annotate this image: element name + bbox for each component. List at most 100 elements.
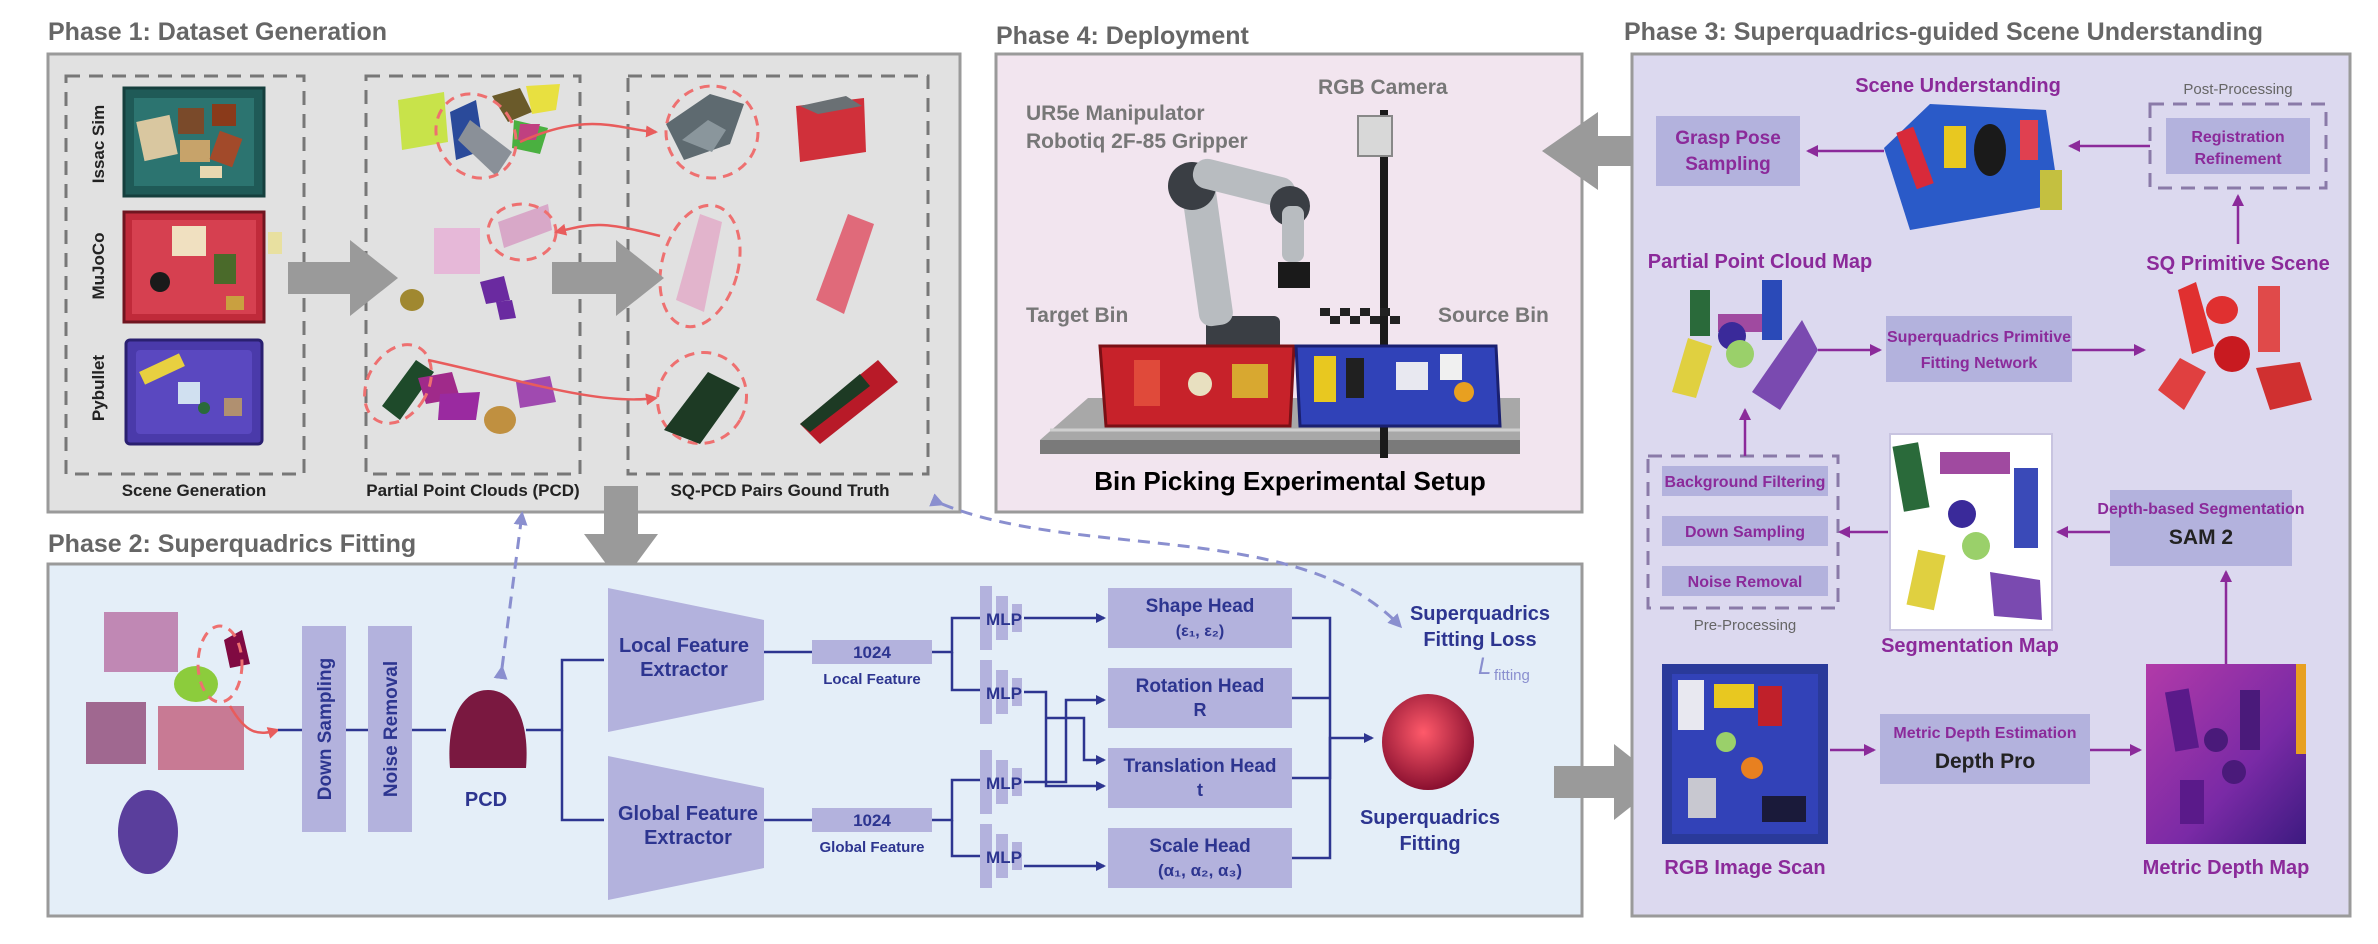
pcd-dataset-link — [493, 511, 528, 680]
background-filtering-label: Background Filtering — [1665, 474, 1826, 491]
mlp-block-rotation — [980, 660, 1022, 724]
sam-label: SAM 2 — [2169, 526, 2233, 549]
fitted-superquadric — [1382, 694, 1474, 790]
mlp-block-translation — [980, 750, 1022, 814]
arrow-mlp-rotation-head — [1024, 695, 1106, 784]
loss-subscript: fitting — [1494, 667, 1530, 684]
rotation-head-param: R — [1194, 700, 1207, 720]
translation-head — [1108, 748, 1292, 808]
scale-head-name: Scale Head — [1149, 836, 1250, 857]
phase4-deployment: Phase 4: Deployment UR5e Manipulator Rob… — [994, 22, 1584, 514]
camera-label: RGB Camera — [1318, 76, 1448, 99]
depth-pro-label: Depth Pro — [1935, 750, 2035, 773]
sam-block — [2110, 490, 2292, 566]
flow-arrow-phase3-to-phase4 — [1542, 112, 1650, 190]
arrow-mlp-translation-head-2 — [1046, 716, 1106, 765]
phase2-superquadrics-fitting: Phase 2: Superquadrics Fitting Down Samp… — [46, 493, 1584, 918]
phase2-panel — [46, 562, 1584, 918]
registration-label-1: Registration — [2191, 129, 2284, 146]
translation-head-name: Translation Head — [1123, 756, 1276, 777]
noise-removal-step-block — [1662, 566, 1828, 596]
depth-seg-label: Depth-based Segmentation — [2097, 501, 2304, 518]
metric-depth-map-label: Metric Depth Map — [2143, 857, 2310, 879]
grasp-pose-label-2: Sampling — [1685, 154, 1771, 175]
depth-pro-block — [1880, 714, 2090, 784]
rgb-image-scan — [1662, 664, 1828, 844]
correspondence-arrow-2 — [554, 223, 661, 238]
global-extractor-label-2: Extractor — [644, 827, 732, 849]
phase2-title: Phase 2: Superquadrics Fitting — [48, 530, 416, 558]
local-extractor-label-1: Local Feature — [619, 635, 749, 657]
sim-label-isaac: Issac Sim — [89, 105, 108, 183]
down-sampling-label: Down Sampling — [315, 658, 336, 801]
post-processing-box — [2148, 102, 2328, 190]
local-extractor-label-2: Extractor — [640, 659, 728, 681]
sim-label-pybullet: Pybullet — [89, 355, 108, 421]
post-processing-label: Post-Processing — [2183, 81, 2292, 98]
mlp-label-translation: MLP — [986, 774, 1022, 793]
scale-head-param: (α₁, α₂, α₃) — [1158, 861, 1242, 880]
mlp-label-shape: MLP — [986, 610, 1022, 629]
grasp-pose-label-1: Grasp Pose — [1675, 128, 1781, 149]
input-scene-point-cloud — [86, 612, 250, 874]
scale-head — [1108, 828, 1292, 888]
mlp-label-rotation: MLP — [986, 684, 1022, 703]
global-feature-vector — [812, 808, 932, 832]
local-feature-extractor — [608, 588, 764, 732]
registration-block — [2166, 118, 2310, 174]
mlp-block-scale — [980, 824, 1022, 888]
global-extractor-label-1: Global Feature — [618, 803, 758, 825]
flow-arrow-phase1-to-phase2 — [584, 486, 658, 584]
pcd-object — [449, 690, 527, 768]
rotation-head — [1108, 668, 1292, 728]
correspondence-arrow-3 — [427, 358, 658, 406]
metric-depth-map-image — [2146, 664, 2306, 844]
fitting-label-2: Fitting — [1399, 833, 1460, 855]
deployment-caption: Bin Picking Experimental Setup — [1094, 466, 1486, 496]
phase4-title: Phase 4: Deployment — [996, 22, 1250, 50]
isaac-sim-scene-image — [122, 86, 266, 198]
phase1-dataset-generation: Phase 1: Dataset Generation Issac Sim Mu… — [46, 18, 962, 514]
sq-network-label-1: Superquadrics Primitive — [1887, 329, 2071, 346]
selected-object-marker — [196, 624, 244, 704]
scene-understanding-image — [1884, 104, 2062, 230]
segmentation-map-image — [1889, 433, 2053, 631]
partial-pc-map-label: Partial Point Cloud Map — [1648, 251, 1872, 273]
link-global-mlp-1 — [932, 778, 980, 822]
robot-setup-photo — [1040, 110, 1520, 458]
global-feature-label: Global Feature — [819, 839, 924, 856]
sq-pcd-pair-images — [664, 94, 898, 444]
loss-symbol: L — [1478, 653, 1491, 680]
partial-pcd-samples — [382, 84, 560, 434]
caption-scene-generation: Scene Generation — [122, 481, 267, 500]
sq-primitive-scene-image — [2158, 282, 2312, 410]
flow-arrow-scenes-to-pcd — [288, 240, 398, 316]
arrow-mlp-translation-head — [1024, 690, 1106, 791]
mujoco-scene-image — [122, 210, 282, 324]
shape-head-param: (ε₁, ε₂) — [1176, 623, 1224, 640]
partial-pc-map-image — [1672, 280, 1818, 410]
global-feature-dim: 1024 — [853, 811, 891, 830]
link-pcd-local-extractor — [526, 658, 604, 732]
noise-removal-label: Noise Removal — [381, 661, 402, 797]
pcd-label: PCD — [465, 789, 507, 811]
mlp-label-scale: MLP — [986, 848, 1022, 867]
background-filtering-block — [1662, 466, 1828, 496]
global-feature-extractor — [608, 756, 764, 900]
segmentation-map-label: Segmentation Map — [1881, 635, 2059, 657]
phase1-title: Phase 1: Dataset Generation — [48, 18, 387, 46]
local-feature-vector — [812, 640, 932, 664]
link-local-mlp-2 — [950, 652, 980, 692]
loss-title-line2: Fitting Loss — [1423, 629, 1536, 651]
fitting-label-1: Superquadrics — [1360, 807, 1500, 829]
flow-arrow-pcd-to-pairs — [552, 240, 664, 316]
sq-network-block — [1886, 316, 2072, 382]
registration-label-2: Refinement — [2194, 151, 2282, 168]
loss-title-line1: Superquadrics — [1410, 603, 1550, 625]
caption-sq-pcd-pairs: SQ-PCD Pairs Gound Truth — [670, 481, 889, 500]
selected-object-arrow — [228, 705, 280, 739]
translation-head-param: t — [1197, 780, 1203, 800]
sq-primitive-scene-label: SQ Primitive Scene — [2146, 253, 2329, 275]
correspondence-arrow-1 — [519, 122, 658, 144]
